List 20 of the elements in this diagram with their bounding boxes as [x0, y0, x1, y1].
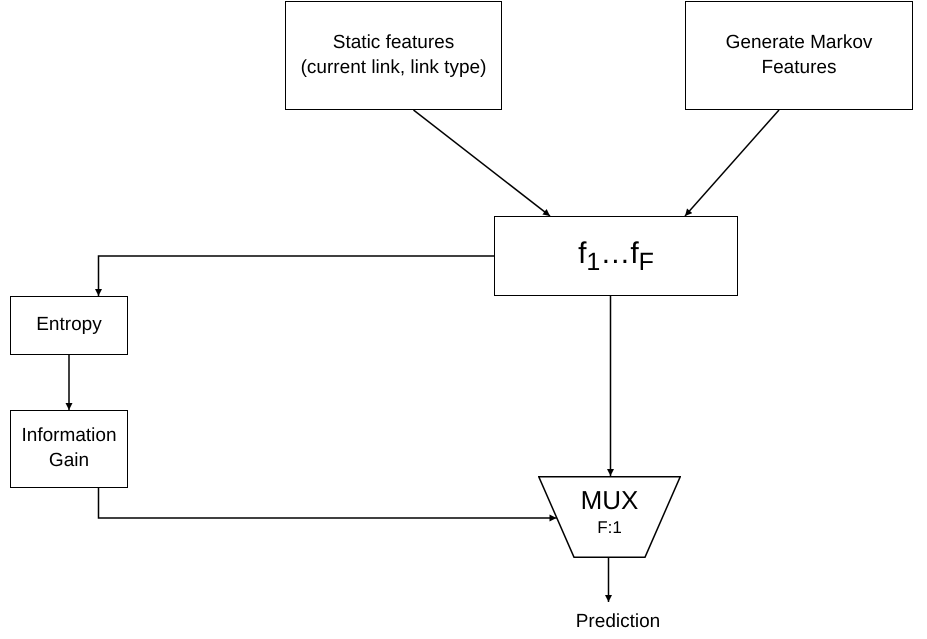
node-label: f$_{1}$…f$_{F}$	[578, 236, 654, 278]
arrow	[95, 255, 494, 296]
arrow	[607, 296, 614, 476]
arrow	[66, 355, 72, 410]
process-box	[10, 410, 128, 488]
arrow	[605, 558, 612, 602]
arrow	[98, 488, 556, 522]
process-box	[494, 216, 738, 296]
process-box	[10, 296, 128, 355]
node-label: Static features (current link, link type)	[300, 30, 487, 80]
process-box	[285, 1, 502, 110]
node-label: Information Gain	[20, 424, 118, 473]
node-label: Prediction	[576, 610, 660, 634]
ratio-label: F:1	[597, 516, 622, 538]
arrow	[413, 109, 550, 217]
node-label: Generate Markov Features	[724, 30, 874, 80]
process-box	[685, 1, 913, 110]
arrow	[684, 110, 780, 216]
node-label: Entropy	[36, 313, 102, 338]
node-label: MUX	[580, 484, 638, 516]
